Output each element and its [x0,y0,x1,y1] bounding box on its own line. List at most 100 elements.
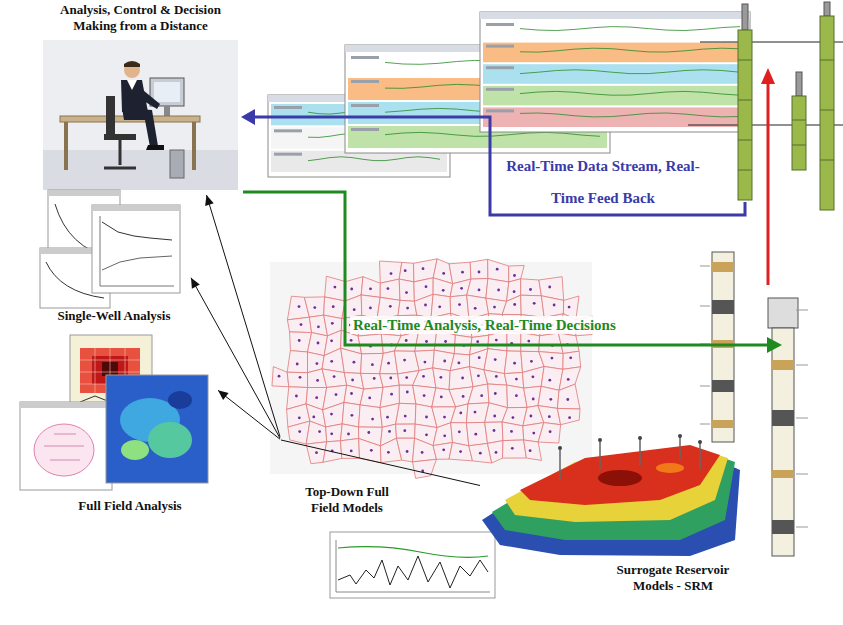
realtime-data-screens [268,12,750,177]
well-dot [423,394,426,397]
well-dot [474,411,477,414]
well-dot [331,322,334,325]
map-cell [521,295,545,317]
well-dot [478,271,481,274]
drawing-part [598,438,602,442]
well-dot [532,432,535,435]
drawing-part [48,190,120,196]
map-cell [484,370,507,385]
map-cell [361,373,383,389]
well-dot [553,304,556,307]
screen-caption-bar [486,66,514,69]
drawing-part [338,547,488,558]
well-dot [480,394,483,397]
well-dot [442,289,445,292]
drawing-part [20,402,112,490]
drawing-part [100,216,174,286]
drawing-part [558,446,562,450]
well-dot [316,362,319,365]
map-cell [396,424,416,438]
drawing-part [154,82,180,102]
panel-caption: Top-Down Full Field Models [292,484,402,515]
well-dot [367,431,370,434]
well-dot [459,450,462,453]
well-dot [404,415,407,418]
wells-illustration [688,2,843,210]
drawing-part [678,434,682,438]
map-cell [504,351,522,374]
drawing-part [20,402,112,408]
drawing-part [712,300,734,314]
map-cell [399,279,414,301]
well-dot [350,450,353,453]
screen-caption-bar [351,80,379,83]
well-dot [461,271,464,274]
screen-band [483,43,747,63]
drawing-part [772,410,794,426]
drawing-part [738,30,752,200]
well-dot [316,379,319,382]
map-cell [523,367,545,389]
well-dot [496,268,499,271]
drawing-part [712,262,734,272]
map-cell [470,259,488,279]
drawing-part [119,140,122,165]
map-cell [503,440,527,458]
map-cell [415,350,435,370]
drawing-part [102,256,172,270]
drawing-part [102,222,172,240]
drawing-part [106,375,208,483]
screen-caption-bar [274,129,302,132]
map-cell [485,422,503,443]
map-cell [557,408,580,424]
map-cell [433,423,452,446]
screen-plot [385,132,600,136]
image-panel-node: Full Field Analysis [15,330,218,520]
drawing-part [598,470,642,486]
map-cell [449,367,473,390]
well-dot [529,449,532,452]
drawing-part [192,122,196,170]
well-dot [298,305,301,308]
map-cell [538,423,560,443]
map-cell [341,424,359,441]
map-cell [359,405,383,427]
drawing-part [330,532,495,598]
well-dot [330,360,333,363]
connector [207,195,281,437]
map-cell [304,297,324,317]
drawing-part [772,470,794,478]
well-dot [530,415,533,418]
well-dot [425,433,428,436]
well-dot [425,340,428,343]
screen-plot [520,113,740,117]
map-cell [341,348,362,373]
screen-caption-bar [351,56,379,59]
drawing-part [768,298,798,328]
well-dot [476,340,479,343]
map-cell [486,279,509,302]
well-dot [333,375,336,378]
screen-plot [520,48,740,52]
well-dot [477,374,480,377]
well-dot [513,362,516,365]
well-dot [403,429,406,432]
map-cell [380,279,400,300]
well-dot [495,451,498,454]
drawing-part [792,96,806,170]
arrowhead [191,278,200,289]
single-well-screens [40,190,180,308]
drawing-part [148,422,192,458]
drawing-part [767,337,782,353]
screen-titlebar [480,12,750,19]
map-cell [396,403,416,424]
well-dot [442,448,445,451]
well-dot [462,395,465,398]
well-dot [478,356,481,359]
screen-plot [520,27,740,31]
map-cell [342,402,360,427]
screen-caption-bar [486,23,514,26]
well-dot [548,415,551,418]
drawing-part [243,192,768,345]
well-dot [438,305,441,308]
